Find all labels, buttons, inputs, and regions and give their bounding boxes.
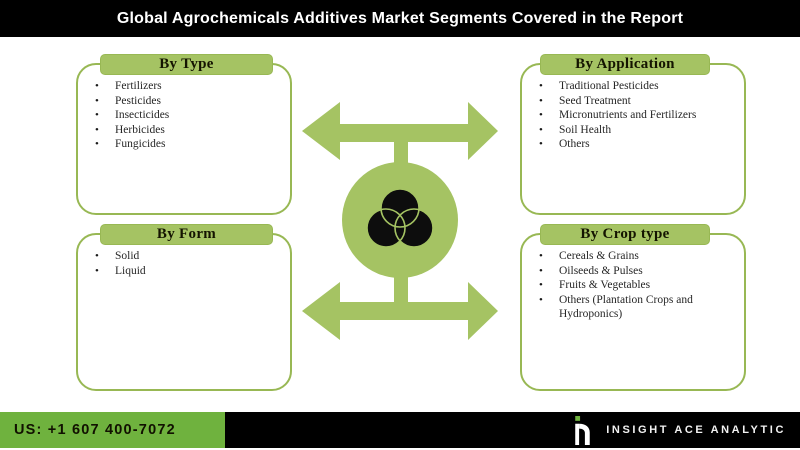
double-arrow-top-icon bbox=[302, 102, 498, 160]
bullet-icon: • bbox=[539, 138, 543, 150]
list-item: • Micronutrients and Fertilizers bbox=[537, 108, 736, 123]
brand-bar: INSIGHT ACE ANALYTIC bbox=[225, 412, 800, 448]
list-item-text: Others bbox=[559, 138, 590, 150]
segment-box-by-crop-type: • Cereals & Grains • Oilseeds & Pulses • Frui… bbox=[520, 233, 746, 391]
list-item: • Soil Health bbox=[537, 123, 736, 138]
segment-title-by-form: By Form bbox=[156, 226, 217, 242]
bullet-icon: • bbox=[95, 80, 99, 92]
bullet-icon: • bbox=[539, 80, 543, 92]
top-stem bbox=[394, 140, 408, 168]
list-item-text: Soil Health bbox=[559, 123, 612, 136]
segment-box-by-type: • Fertilizers • Pesticides • Insecticides • Her… bbox=[76, 63, 292, 215]
venn-diagram-icon bbox=[366, 188, 434, 248]
list-item-text: Fertilizers bbox=[115, 80, 162, 92]
list-item: • Liquid bbox=[93, 264, 282, 279]
list-item-text: Oilseeds & Pulses bbox=[559, 264, 643, 277]
bullet-icon: • bbox=[539, 123, 543, 136]
list-item-text: Fruits & Vegetables bbox=[559, 279, 651, 291]
segment-header-by-application: By Application bbox=[540, 54, 710, 75]
list-item: • Pesticides bbox=[93, 94, 282, 109]
center-graphic bbox=[302, 102, 498, 340]
list-item: • Cereals & Grains bbox=[537, 249, 736, 264]
phone-bar: US: +1 607 400-7072 bbox=[0, 412, 225, 448]
double-arrow-bottom-icon bbox=[302, 282, 498, 340]
list-item-text: Solid bbox=[115, 250, 140, 262]
insight-ace-analytic-logo-icon bbox=[575, 415, 590, 445]
list-item: • Fertilizers bbox=[93, 79, 282, 94]
segment-header-by-type: By Type bbox=[100, 54, 273, 75]
list-item-text: Seed Treatment bbox=[559, 94, 631, 107]
bullet-icon: • bbox=[95, 94, 99, 107]
list-item-text: Herbicides bbox=[115, 123, 165, 136]
list-item-text: Cereals & Grains bbox=[559, 250, 639, 262]
bullet-icon: • bbox=[539, 293, 543, 306]
bullet-icon: • bbox=[539, 264, 543, 277]
list-item-text: Fungicides bbox=[115, 138, 166, 150]
list-item: • Oilseeds & Pulses bbox=[537, 264, 736, 279]
bottom-stem bbox=[394, 274, 408, 304]
list-item-text: Others (Plantation Crops and Hydroponics… bbox=[559, 293, 693, 321]
list-item: • Traditional Pesticides bbox=[537, 79, 736, 94]
segment-header-by-form: By Form bbox=[100, 224, 273, 245]
bullet-icon: • bbox=[539, 250, 543, 262]
list-item: • Fruits & Vegetables bbox=[537, 278, 736, 293]
bullet-icon: • bbox=[539, 279, 543, 291]
segment-title-by-type: By Type bbox=[159, 56, 214, 72]
segment-box-by-form: • Solid • Liquid bbox=[76, 233, 292, 391]
bullet-icon: • bbox=[95, 264, 99, 277]
bottom-white-strip bbox=[0, 448, 800, 450]
segment-list-by-form: • Solid • Liquid bbox=[78, 235, 290, 278]
bullet-icon: • bbox=[95, 109, 99, 121]
list-item-text: Micronutrients and Fertilizers bbox=[559, 109, 697, 121]
list-item: • Insecticides bbox=[93, 108, 282, 123]
bullet-icon: • bbox=[539, 94, 543, 107]
list-item-text: Traditional Pesticides bbox=[559, 80, 659, 92]
segment-header-by-crop-type: By Crop type bbox=[540, 224, 710, 245]
list-item: • Solid bbox=[93, 249, 282, 264]
list-item-text: Insecticides bbox=[115, 109, 170, 121]
phone-number: US: +1 607 400-7072 bbox=[14, 422, 176, 438]
bullet-icon: • bbox=[95, 250, 99, 262]
segment-box-by-application: • Traditional Pesticides • Seed Treatment • M… bbox=[520, 63, 746, 215]
bullet-icon: • bbox=[95, 123, 99, 136]
list-item: • Fungicides bbox=[93, 137, 282, 152]
segment-list-by-crop-type: • Cereals & Grains • Oilseeds & Pulses • Frui… bbox=[522, 235, 744, 322]
brand-name: INSIGHT ACE ANALYTIC bbox=[606, 424, 786, 436]
list-item: • Seed Treatment bbox=[537, 94, 736, 109]
bullet-icon: • bbox=[539, 109, 543, 121]
list-item: • Herbicides bbox=[93, 123, 282, 138]
segment-list-by-type: • Fertilizers • Pesticides • Insecticides • Her… bbox=[78, 65, 290, 152]
header-bar: Global Agrochemicals Additives Market Se… bbox=[0, 0, 800, 37]
segment-list-by-application: • Traditional Pesticides • Seed Treatment • M… bbox=[522, 65, 744, 152]
segment-title-by-application: By Application bbox=[575, 56, 675, 72]
bullet-icon: • bbox=[95, 138, 99, 150]
list-item: • Others (Plantation Crops and Hydroponic… bbox=[537, 293, 736, 322]
segment-title-by-crop-type: By Crop type bbox=[580, 226, 670, 242]
list-item: • Others bbox=[537, 137, 736, 152]
page-title: Global Agrochemicals Additives Market Se… bbox=[116, 9, 684, 27]
list-item-text: Liquid bbox=[115, 264, 146, 277]
list-item-text: Pesticides bbox=[115, 94, 161, 107]
